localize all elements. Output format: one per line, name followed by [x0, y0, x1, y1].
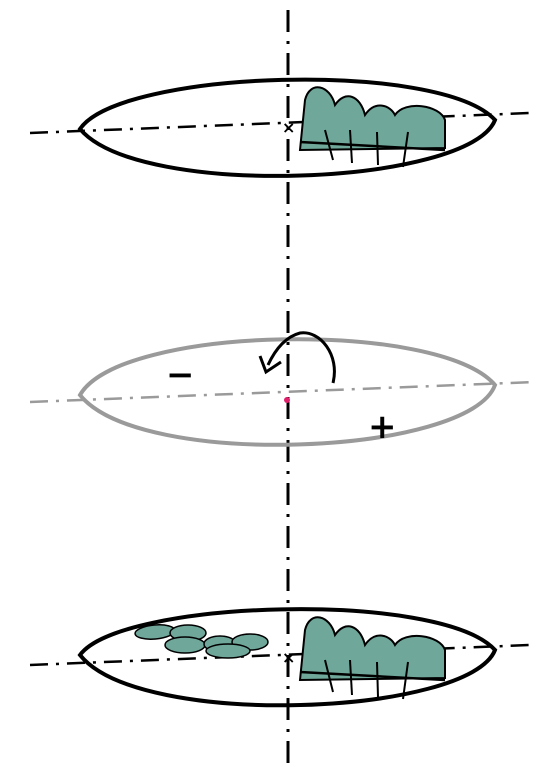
middle-horizontal-axis	[30, 382, 535, 402]
middle-panel: − +	[30, 333, 535, 447]
plus-label: +	[368, 407, 397, 447]
minus-label: −	[166, 355, 195, 395]
bottom-right-fill-shape	[300, 617, 445, 699]
bottom-center-mark: ×	[282, 648, 295, 667]
top-fill-shape	[300, 87, 445, 167]
bottom-panel: ×	[30, 609, 530, 705]
top-center-mark: ×	[282, 118, 295, 137]
bottom-left-blobs	[134, 623, 268, 658]
top-horizontal-axis	[30, 113, 530, 133]
top-panel: ×	[30, 80, 530, 176]
middle-center-dot	[284, 397, 290, 403]
bottom-horizontal-axis	[30, 645, 530, 665]
